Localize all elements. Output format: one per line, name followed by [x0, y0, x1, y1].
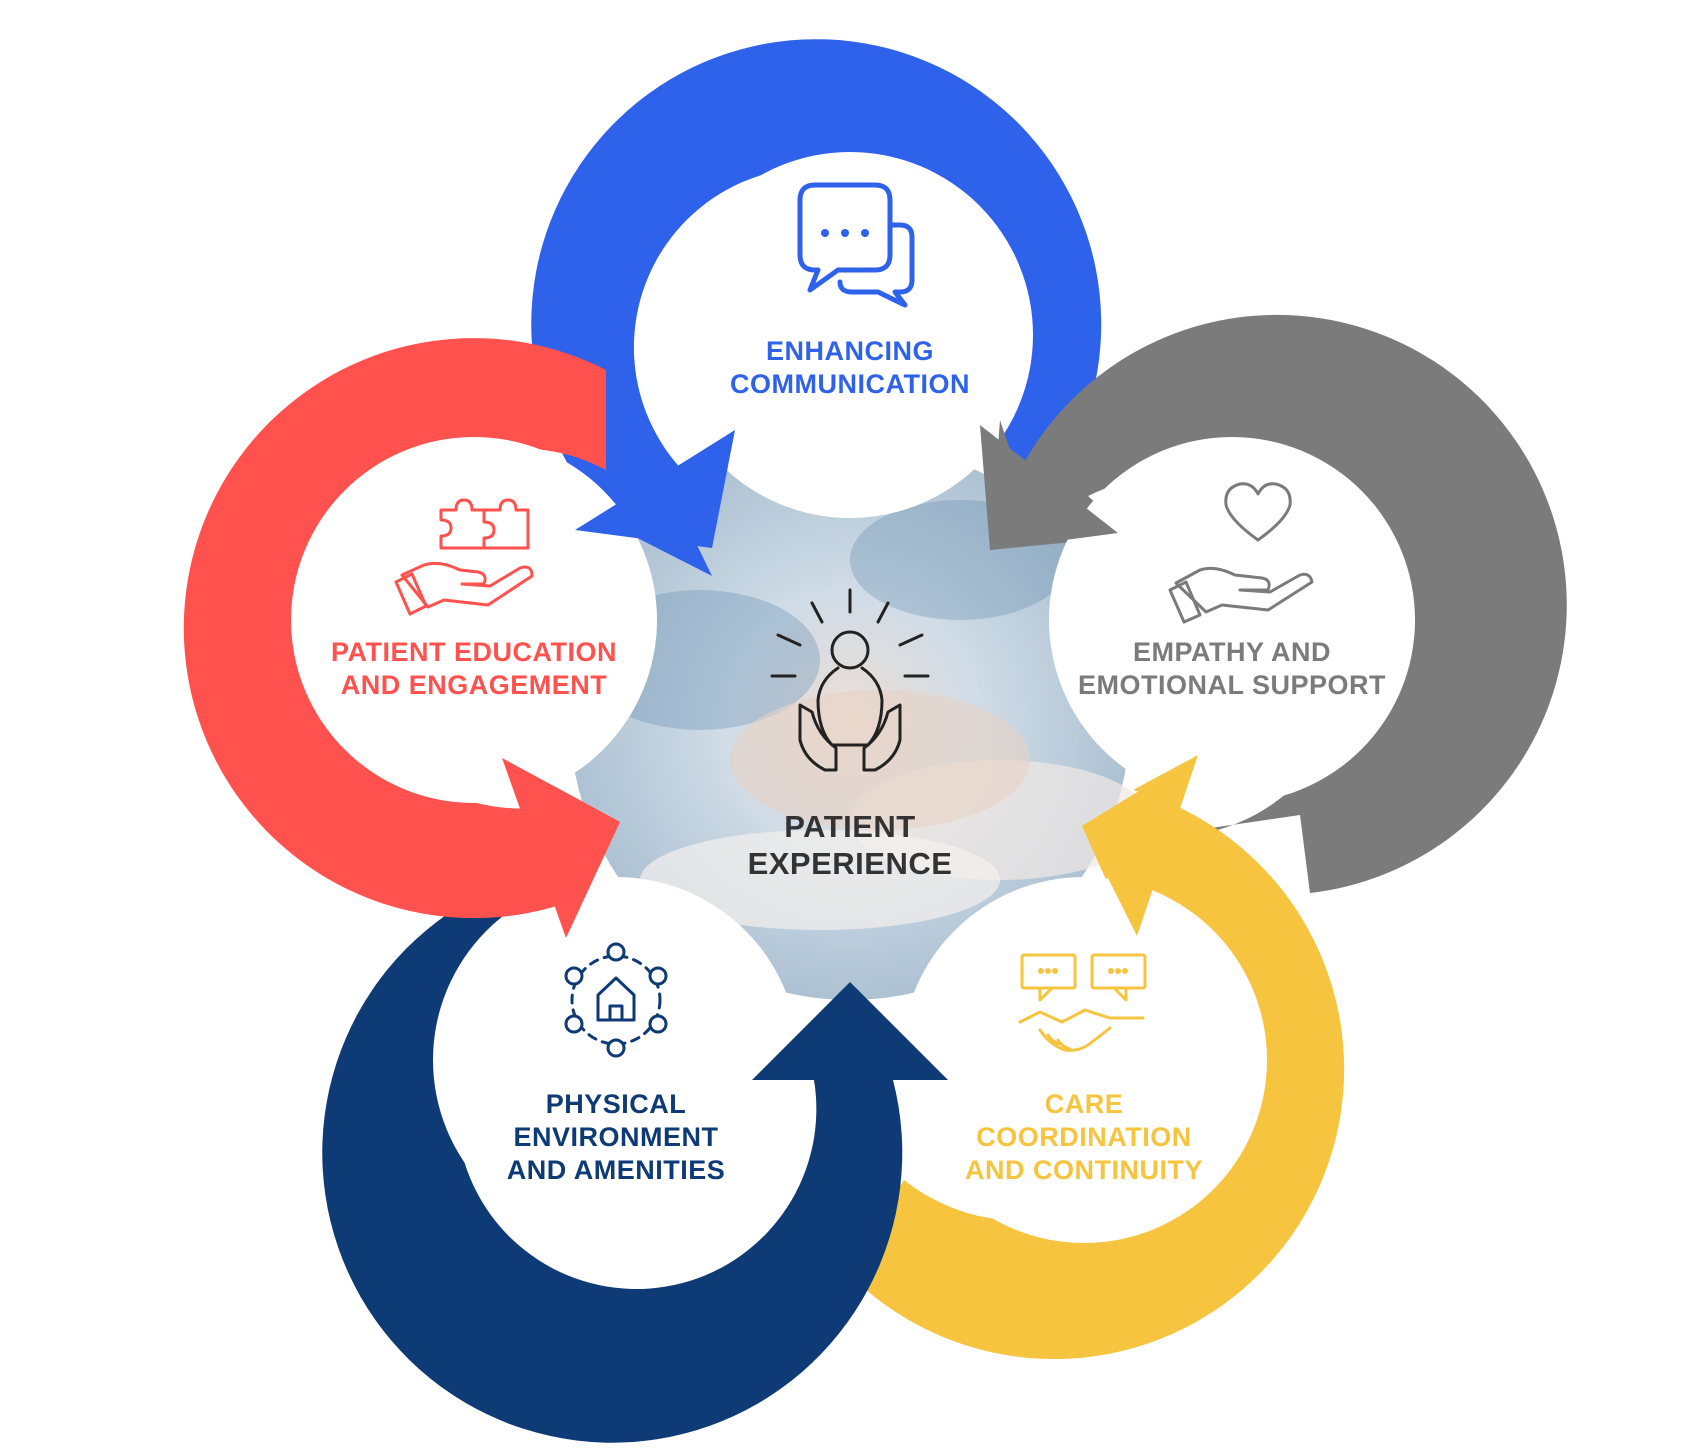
node-label-education: PATIENT EDUCATION AND ENGAGEMENT — [331, 636, 617, 702]
node-label-environment-line2: ENVIRONMENT — [513, 1122, 719, 1152]
arrowhead-empathy — [980, 425, 1118, 550]
node-label-care-line3: AND CONTINUITY — [965, 1155, 1203, 1185]
node-label-environment-line3: AND AMENITIES — [506, 1155, 726, 1185]
house-network-icon — [564, 942, 668, 1058]
center-label-line2: EXPERIENCE — [747, 846, 953, 881]
node-label-environment-line1: PHYSICAL — [545, 1089, 687, 1119]
node-label-communication-line1: ENHANCING — [765, 336, 934, 366]
arrowhead-education — [502, 758, 620, 938]
node-circle-education — [291, 437, 657, 803]
node-circle-environment — [433, 877, 799, 1243]
node-circle-care — [901, 877, 1267, 1243]
node-label-care-line1: CARE — [1044, 1089, 1124, 1119]
ring-empathy — [990, 314, 1567, 894]
node-label-empathy-line1: EMPATHY AND — [1132, 637, 1331, 667]
arrowhead-environment — [752, 982, 948, 1080]
arrowhead-care — [1082, 755, 1198, 936]
node-label-empathy-line2: EMOTIONAL SUPPORT — [1077, 670, 1387, 700]
center-label-line1: PATIENT — [784, 809, 916, 844]
person-in-hands-icon — [770, 588, 930, 772]
node-label-care-line2: COORDINATION — [976, 1122, 1192, 1152]
node-label-empathy: EMPATHY AND EMOTIONAL SUPPORT — [1078, 636, 1386, 702]
heart-in-hand-icon — [1168, 482, 1314, 624]
node-label-education-line1: PATIENT EDUCATION — [331, 637, 617, 667]
chat-bubbles-icon — [797, 182, 915, 308]
ring-care — [845, 755, 1345, 1360]
handshake-icon — [1018, 953, 1147, 1052]
node-label-environment: PHYSICAL ENVIRONMENT AND AMENITIES — [507, 1088, 726, 1187]
ring-education — [183, 338, 657, 919]
node-label-communication: ENHANCING COMMUNICATION — [730, 335, 970, 401]
node-label-care: CARE COORDINATION AND CONTINUITY — [965, 1088, 1203, 1187]
ring-environment — [322, 877, 949, 1443]
center-label: PATIENT EXPERIENCE — [748, 808, 953, 882]
arrowhead-communication — [575, 430, 735, 548]
node-label-education-line2: AND ENGAGEMENT — [340, 670, 608, 700]
node-circle-empathy — [1049, 437, 1415, 803]
puzzle-in-hand-icon — [394, 498, 534, 616]
node-label-communication-line2: COMMUNICATION — [730, 369, 970, 399]
node-circle-communication — [667, 152, 1033, 518]
